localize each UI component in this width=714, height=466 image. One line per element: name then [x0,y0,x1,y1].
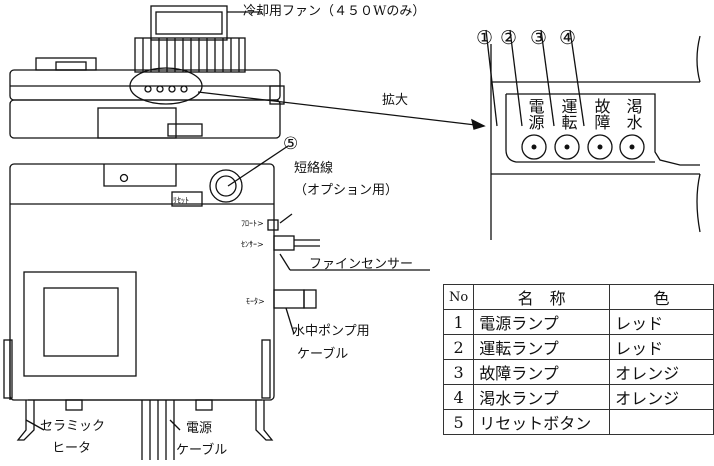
magnify-arrow [197,91,485,127]
motor-label: ﾓｰﾀ> [246,297,265,306]
table-row: 3 故障ランプ オレンジ [442,359,714,385]
header-color: 色 [609,284,714,310]
magnify-label: 拡大 [382,93,408,108]
reset-leader [227,145,289,187]
table-row: 1 電源ランプ レッド [442,309,714,335]
ceramic-heater-label-2: ヒータ [52,441,91,456]
table-row: 2 運転ランプ レッド [442,334,714,360]
row-color [609,409,714,435]
row-color: オレンジ [609,359,714,385]
cooling-fan [134,5,262,73]
lamp-number-3: ③ [530,27,547,49]
float-label: ﾌﾛｰﾄ> [241,219,264,228]
row-no: 1 [442,309,475,335]
lamp-label-run: 運転 [559,98,578,130]
reset-number: ⑤ [283,134,298,154]
row-name: 電源ランプ [473,309,611,335]
lamp-number-1: ① [476,27,493,49]
table-row: 4 渇水ランプ オレンジ [442,384,714,410]
lamp-label-fault: 故障 [592,98,611,130]
header-no: No [442,284,475,310]
fine-sensor-label: ファインセンサー [309,257,413,272]
shorting-wire-leader [279,213,293,224]
table-header-row: No 名 称 色 [442,284,714,310]
pump-cable-label-1: 水中ポンプ用 [292,324,370,339]
row-color: レッド [609,309,714,335]
lamp-label-dry: 渇水 [624,98,643,130]
row-no: 5 [442,409,475,435]
enlarged-lamp-panel [490,35,701,240]
power-cable-label-1: 電源 [186,421,212,436]
row-no: 4 [442,384,475,410]
row-name: 故障ランプ [473,359,611,385]
row-no: 3 [442,359,475,385]
power-cable-label-2: ケーブル [176,442,227,458]
lamp-number-2: ② [500,27,517,49]
pump-cable-leader [285,307,295,335]
ceramic-heater-label-1: セラミック [40,419,105,434]
row-name: 運転ランプ [473,334,611,360]
lamp-number-4: ④ [559,27,576,49]
row-color: オレンジ [609,384,714,410]
pump-cable-label-2: ケーブル [297,346,348,362]
controller-front-view [3,163,320,460]
fine-sensor-leader [279,253,291,271]
lamp-spec-table: No 名 称 色 1 電源ランプ レッド 2 運転ランプ レッド 3 故障ランプ… [442,284,714,435]
fan-label: 冷却用ファン（４５０Wのみ） [243,4,425,19]
lamp-label-power: 電源 [526,98,545,131]
row-color: レッド [609,334,714,360]
row-name: リセットボタン [473,409,611,435]
row-name: 渇水ランプ [473,384,611,410]
reset-panel-label: ﾘｾｯﾄ [173,196,189,205]
row-no: 2 [442,334,475,360]
ceramic-leader [25,419,45,431]
power-cable-leader [169,419,181,431]
sensor-label: ｾﾝｻｰ> [241,240,264,249]
shorting-wire-label-1: 短絡線 [294,160,333,176]
header-name: 名 称 [473,284,611,310]
table-row: 5 リセットボタン [442,409,714,435]
magnify-ellipse [129,67,203,105]
shorting-wire-label-2: （オプション用） [294,183,398,198]
